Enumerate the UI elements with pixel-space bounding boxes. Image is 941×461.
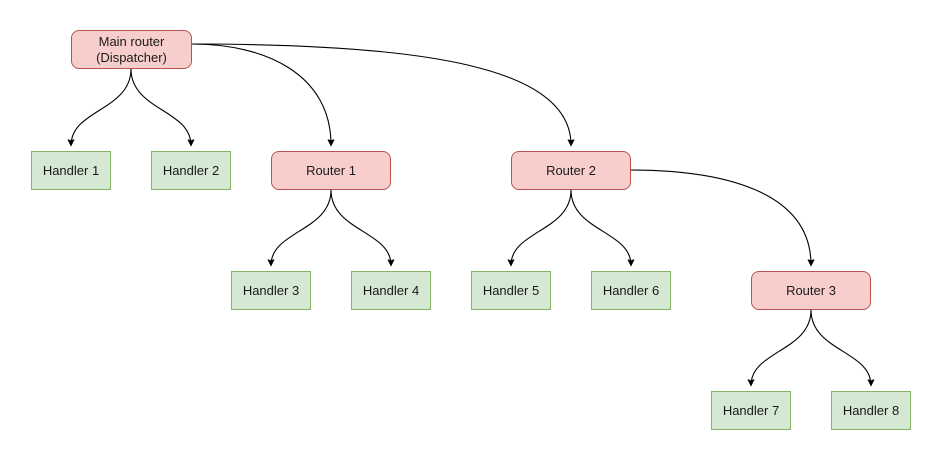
edge-main-router-2[interactable] xyxy=(191,43,571,145)
edge-router-2-handler-6[interactable] xyxy=(570,189,631,265)
node-handler-3[interactable]: Handler 3 xyxy=(231,271,311,310)
node-router-3[interactable]: Router 3 xyxy=(751,271,871,310)
node-label: Handler 7 xyxy=(722,402,780,418)
node-label: Router 2 xyxy=(546,162,596,178)
node-label: Handler 5 xyxy=(482,282,540,298)
node-label: Handler 4 xyxy=(362,282,420,298)
node-label: Router 1 xyxy=(306,162,356,178)
node-label: Handler 1 xyxy=(42,162,100,178)
node-router-1[interactable]: Router 1 xyxy=(271,151,391,190)
node-main-router[interactable]: Main router (Dispatcher) xyxy=(71,30,192,69)
edge-main-handler-1[interactable] xyxy=(71,68,132,145)
node-label: Handler 3 xyxy=(242,282,300,298)
node-handler-8[interactable]: Handler 8 xyxy=(831,391,911,430)
edge-router-3-handler-8[interactable] xyxy=(810,309,871,385)
node-handler-5[interactable]: Handler 5 xyxy=(471,271,551,310)
node-label: Handler 8 xyxy=(842,402,900,418)
node-label: Handler 2 xyxy=(162,162,220,178)
node-label: Router 3 xyxy=(786,282,836,298)
edge-router-2-handler-5[interactable] xyxy=(511,189,572,265)
node-label: Handler 6 xyxy=(602,282,660,298)
edge-router-1-handler-4[interactable] xyxy=(330,189,391,265)
node-handler-6[interactable]: Handler 6 xyxy=(591,271,671,310)
node-label: Main router (Dispatcher) xyxy=(96,34,167,65)
node-handler-7[interactable]: Handler 7 xyxy=(711,391,791,430)
edge-router-2-router-3[interactable] xyxy=(630,169,811,265)
edge-router-1-handler-3[interactable] xyxy=(271,189,332,265)
node-handler-4[interactable]: Handler 4 xyxy=(351,271,431,310)
node-handler-2[interactable]: Handler 2 xyxy=(151,151,231,190)
node-handler-1[interactable]: Handler 1 xyxy=(31,151,111,190)
edge-main-handler-2[interactable] xyxy=(130,68,191,145)
edge-main-router-1[interactable] xyxy=(191,43,331,145)
edge-router-3-handler-7[interactable] xyxy=(751,309,812,385)
edges-group xyxy=(71,43,871,385)
node-router-2[interactable]: Router 2 xyxy=(511,151,631,190)
